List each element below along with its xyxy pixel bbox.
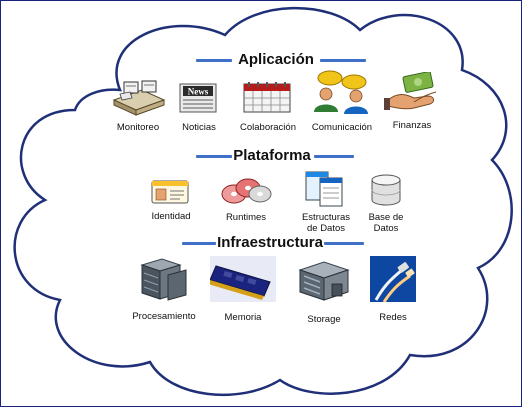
item-label: Noticias [182,122,216,133]
id-card-icon [151,180,189,204]
monitoring-desk-icon [112,80,166,116]
section-aplicacion: Aplicación [0,51,524,75]
item-label: Runtimes [225,212,267,223]
newspaper-icon: News [179,83,217,113]
item-identidad: Identidad [146,177,196,223]
calendar-icon [243,82,291,113]
section-divider-right [324,242,364,245]
item-label: Storage [307,314,341,325]
item-estructuras-de-datos: Estructuras de Datos [298,170,354,236]
storage-array-icon [298,261,350,301]
data-structures-icon [305,171,343,207]
item-noticias: News Noticias [178,80,220,133]
item-base-de-datos: Base de Datos [366,172,406,236]
section-divider-right [320,59,366,62]
item-label: Colaboración [240,122,296,133]
item-memoria: Memoria [210,256,276,324]
section-divider-left [196,155,232,158]
item-label-line1: Base de [368,212,404,223]
newspaper-masthead: News [188,87,209,97]
memory-module-icon [210,256,276,302]
section-infraestructura: Infraestructura [0,234,524,258]
section-divider-right [314,155,354,158]
item-label: Monitoreo [116,122,160,133]
item-label-line2: Datos [373,223,399,234]
item-comunicacion: Comunicación [310,70,374,133]
item-runtimes: Runtimes [218,172,274,223]
item-label-line2: de Datos [306,223,346,234]
item-procesamiento: Procesamiento [128,255,200,325]
item-monitoreo: Monitoreo [108,78,168,133]
section-divider-left [182,242,216,245]
section-plataforma: Plataforma [0,147,524,171]
section-divider-left [196,59,232,62]
item-label: Identidad [151,211,191,222]
item-redes: Redes [370,256,416,324]
item-label: Redes [379,312,407,323]
people-chat-icon [314,70,368,114]
gears-discs-icon [221,178,272,204]
network-cables-icon [370,256,416,302]
server-rack-icon [140,258,187,301]
item-label: Comunicación [311,122,373,133]
item-colaboracion: Colaboración [240,80,296,133]
section-title-plataforma: Plataforma [233,147,311,164]
item-label: Finanzas [392,120,432,131]
database-cylinder-icon [371,174,401,206]
section-title-aplicacion: Aplicación [238,51,314,68]
section-title-infraestructura: Infraestructura [217,234,323,251]
item-label: Procesamiento [132,311,196,322]
item-label-line1: Estructuras [301,212,351,223]
item-finanzas: Finanzas [384,72,440,131]
money-handshake-icon [384,72,437,110]
item-storage: Storage [296,258,352,325]
item-label: Memoria [224,312,262,323]
